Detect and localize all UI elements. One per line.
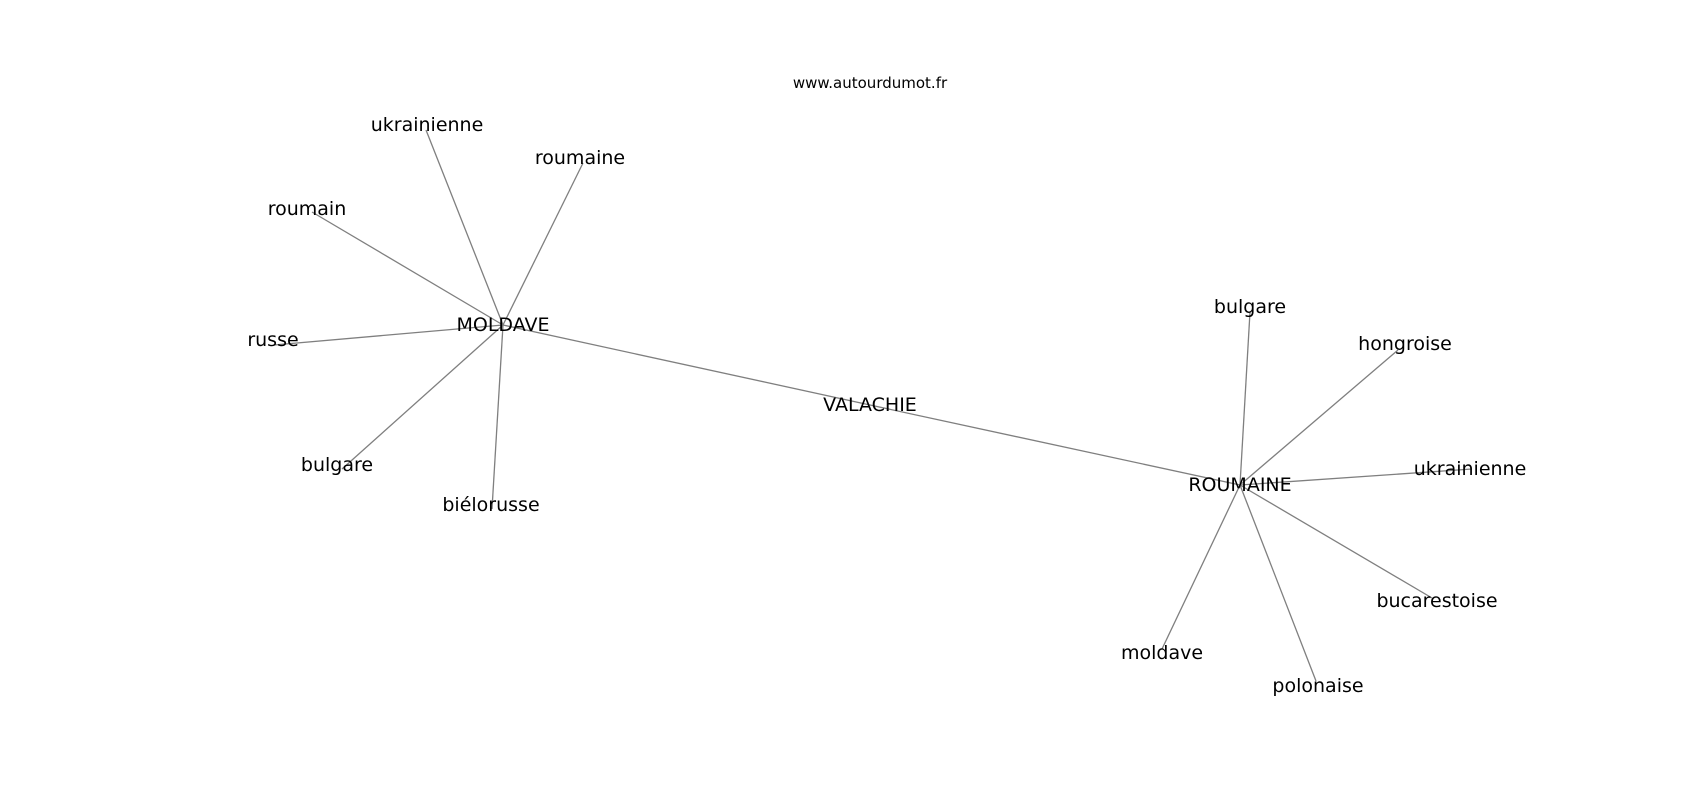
edge-valachie-roumaine bbox=[869, 404, 1241, 486]
node-moldave-russe[interactable]: russe bbox=[247, 329, 298, 351]
edge-roumaine-polonaise bbox=[1239, 484, 1317, 682]
node-moldave-bielorusse[interactable]: biélorusse bbox=[442, 494, 539, 516]
node-valachie[interactable]: VALACHIE bbox=[823, 394, 917, 416]
edge-roumaine-ukrainienne bbox=[1239, 468, 1473, 486]
edge-moldave-roumain bbox=[311, 211, 504, 326]
edge-valachie-moldave bbox=[502, 324, 871, 406]
node-roumaine-ukrainienne[interactable]: ukrainienne bbox=[1414, 458, 1527, 480]
edge-roumaine-hongroise bbox=[1239, 349, 1399, 486]
edge-moldave-ukrainienne bbox=[425, 129, 504, 326]
edge-roumaine-moldave bbox=[1161, 484, 1241, 650]
edge-moldave-roumaine bbox=[502, 162, 584, 326]
node-roumaine-polonaise[interactable]: polonaise bbox=[1272, 675, 1363, 697]
source-watermark: www.autourdumot.fr bbox=[793, 74, 948, 92]
edge-moldave-russe bbox=[273, 324, 504, 346]
node-moldave-roumain[interactable]: roumain bbox=[268, 198, 347, 220]
node-moldave-roumaine[interactable]: roumaine bbox=[535, 147, 625, 169]
node-moldave-bulgare[interactable]: bulgare bbox=[301, 454, 373, 476]
node-roumaine-hongroise[interactable]: hongroise bbox=[1358, 333, 1452, 355]
edge-roumaine-bulgare bbox=[1239, 311, 1251, 486]
edge-moldave-bielorusse bbox=[491, 324, 504, 510]
node-roumaine-bulgare[interactable]: bulgare bbox=[1214, 296, 1286, 318]
node-moldave-ukrainienne[interactable]: ukrainienne bbox=[371, 114, 484, 136]
node-roumaine-moldave[interactable]: moldave bbox=[1121, 642, 1203, 664]
edge-moldave-bulgare bbox=[341, 324, 504, 470]
node-roumaine[interactable]: ROUMAINE bbox=[1188, 474, 1291, 496]
node-moldave[interactable]: MOLDAVE bbox=[456, 314, 549, 336]
graph-edges bbox=[273, 129, 1473, 682]
graph-labels: VALACHIE MOLDAVE ukrainienne roumaine roumai… bbox=[247, 114, 1526, 697]
edge-roumaine-bucarestoise bbox=[1239, 484, 1433, 599]
node-roumaine-bucarestoise[interactable]: bucarestoise bbox=[1376, 590, 1497, 612]
